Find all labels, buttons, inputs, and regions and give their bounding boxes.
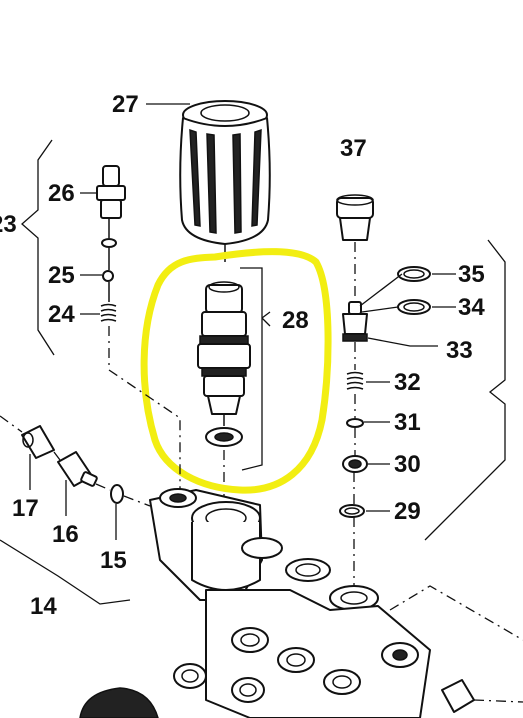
label-14: 14 bbox=[30, 593, 57, 620]
label-37: 37 bbox=[340, 135, 367, 162]
part-labels: 27 26 23 25 24 28 37 35 34 33 32 31 30 2… bbox=[0, 91, 485, 620]
part-27-adjustment-knob bbox=[179, 100, 271, 262]
part-32-spring bbox=[346, 342, 364, 390]
part-28-highlight-loop bbox=[140, 248, 332, 494]
part-29-o-ring bbox=[339, 472, 365, 590]
label-33: 33 bbox=[446, 337, 473, 364]
label-29: 29 bbox=[394, 498, 421, 525]
bracket-14 bbox=[0, 539, 131, 605]
label-25: 25 bbox=[48, 262, 75, 289]
leader-lines bbox=[29, 103, 456, 540]
part-35-o-ring bbox=[397, 266, 431, 282]
part-17-fitting bbox=[21, 425, 55, 459]
label-17: 17 bbox=[12, 495, 39, 522]
label-24: 24 bbox=[48, 301, 75, 328]
part-34-o-ring bbox=[397, 299, 431, 315]
label-32: 32 bbox=[394, 369, 421, 396]
label-26: 26 bbox=[48, 180, 75, 207]
part-31-valve-plate bbox=[346, 394, 364, 428]
label-35: 35 bbox=[458, 261, 485, 288]
label-15: 15 bbox=[100, 547, 127, 574]
label-16: 16 bbox=[52, 521, 79, 548]
label-31: 31 bbox=[394, 409, 421, 436]
part-15-o-ring bbox=[110, 484, 124, 504]
part-30-valve-seat bbox=[342, 428, 368, 473]
bracket-23 bbox=[21, 139, 55, 356]
label-28: 28 bbox=[282, 307, 309, 334]
label-27: 27 bbox=[112, 91, 139, 118]
part-16-fitting bbox=[57, 451, 98, 487]
bracket-right bbox=[424, 239, 506, 541]
part-28-unloader-valve bbox=[197, 281, 251, 498]
label-30: 30 bbox=[394, 451, 421, 478]
label-23: 23 bbox=[0, 211, 17, 238]
part-25-ball bbox=[102, 248, 114, 282]
label-34: 34 bbox=[458, 294, 485, 321]
part-26-fitting bbox=[96, 165, 126, 248]
pump-manifold bbox=[79, 488, 523, 718]
part-37-plug bbox=[336, 194, 374, 298]
part-33-valve-cage bbox=[342, 301, 368, 342]
part-24-spring bbox=[100, 282, 181, 490]
